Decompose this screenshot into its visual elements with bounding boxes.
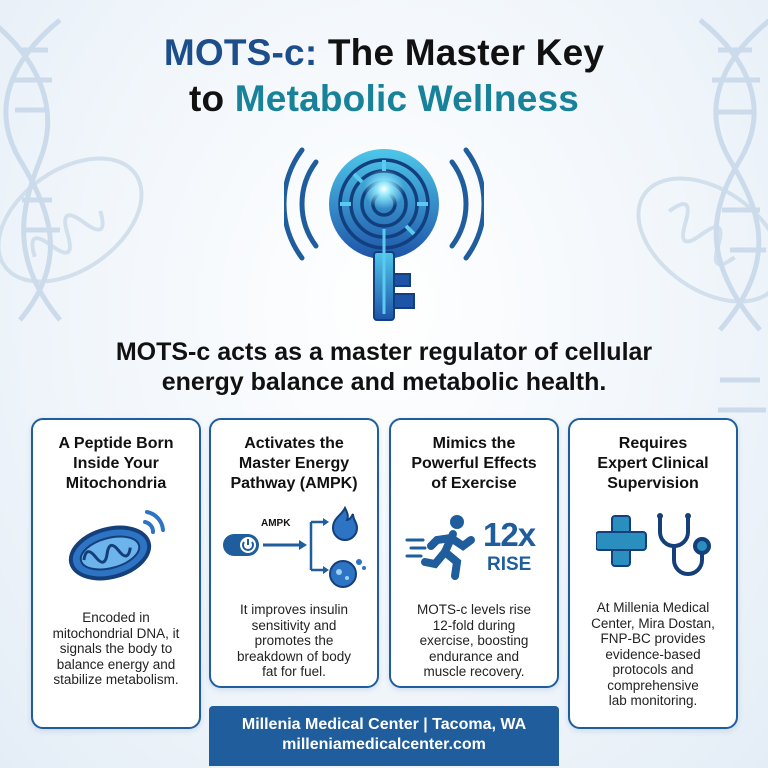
mitochondria-outline-right-icon [636,176,768,304]
card-ampk: Activates the Master Energy Pathway (AMP… [209,418,379,688]
title-highlight: Metabolic Wellness [234,78,580,119]
card-body-line: promotes the [254,633,334,648]
medical-cross-stethoscope-icon [596,513,711,576]
card-body-line: protocols and [612,662,694,677]
card-body-line: MOTS-c levels rise [416,602,531,617]
card-body-line: lab monitoring. [608,693,698,708]
subtitle-line: MOTS-c acts as a master regulator of cel… [115,338,653,366]
card-title-line: Supervision [607,475,699,492]
card-exercise: Mimics the Powerful Effects of Exercise … [389,418,559,688]
card-body: Encoded in mitochondrial DNA, it signals… [39,610,193,688]
card-body-line: Center, Mira Dostan, [591,615,715,631]
ampk-label: AMPK [261,518,291,529]
card-title: Activates the Master Energy Pathway (AMP… [215,434,373,494]
card-body-line: signals the body to [59,641,173,656]
card-body: MOTS-c levels rise 12-fold during exerci… [397,602,551,680]
card-body-line: sensitivity and [251,617,337,633]
card-title: Mimics the Powerful Effects of Exercise [395,434,553,494]
card-title-line: Expert Clinical [597,455,709,472]
mitochondria-outline-left-icon [0,156,144,284]
medical-cross-icon [596,515,647,567]
card-body: It improves insulin sensitivity and prom… [217,602,371,680]
card-title-line: Inside Your [73,455,159,472]
card-body-line: balance energy and [56,656,176,672]
stat-value: 12x [483,516,536,553]
card-mitochondria: A Peptide Born Inside Your Mitochondria … [31,418,201,729]
title-text: to [188,78,225,119]
card-body-line: It improves insulin [239,602,349,617]
subtitle: MOTS-c acts as a master regulator of cel… [40,337,728,397]
footer-banner: Millenia Medical Center | Tacoma, WA mil… [209,706,559,766]
card-title-line: Powerful Effects [411,455,537,472]
running-person-icon [405,515,475,580]
card-title: A Peptide Born Inside Your Mitochondria [37,434,195,494]
card-body-line: Encoded in [82,610,150,625]
card-body-line: mitochondrial DNA, it [52,625,180,641]
key-maze-icon [284,147,484,321]
card-body-line: stabilize metabolism. [53,672,179,687]
card-body: At Millenia Medical Center, Mira Dostan,… [576,600,730,709]
footer-website-link[interactable]: milleniamedicalcenter.com [282,736,486,753]
card-body-line: At Millenia Medical [596,600,710,615]
title-text: The Master Key [327,32,605,73]
fat-cell-icon [329,560,357,588]
flame-icon [331,505,359,541]
card-body-line: evidence-based [605,646,701,662]
card-clinical-supervision: Requires Expert Clinical Supervision At … [568,418,738,729]
card-title-line: Master Energy [238,455,350,472]
card-title-line: A Peptide Born [58,435,174,452]
footer-location: Millenia Medical Center | Tacoma, WA [241,716,527,733]
stethoscope-icon [658,514,711,576]
card-title-line: of Exercise [431,475,517,492]
card-body-line: fat for fuel. [262,664,326,679]
card-title-line: Requires [618,435,688,452]
stat-label: RISE [487,554,532,575]
card-body-line: 12-fold during [432,617,516,633]
subtitle-line: energy balance and metabolic health. [161,368,607,396]
card-body-line: endurance and [428,648,520,664]
ampk-pathway-icon: AMPK [223,505,366,588]
card-body-line: breakdown of body [236,648,352,664]
card-title: Requires Expert Clinical Supervision [574,434,732,494]
page-title: MOTS-c: The Master Key to Metabolic Well… [0,30,768,122]
card-title-line: Mitochondria [65,475,167,492]
card-body-line: exercise, boosting [419,633,529,648]
title-highlight: MOTS-c: [163,32,318,73]
card-body-line: comprehensive [607,677,699,693]
card-title-line: Activates the [244,435,344,452]
card-title-line: Pathway (AMPK) [230,475,358,492]
card-body-line: FNP-BC provides [600,631,706,646]
card-body-line: muscle recovery. [423,664,525,679]
card-title-line: Mimics the [432,435,516,452]
mitochondria-icon [68,510,165,581]
